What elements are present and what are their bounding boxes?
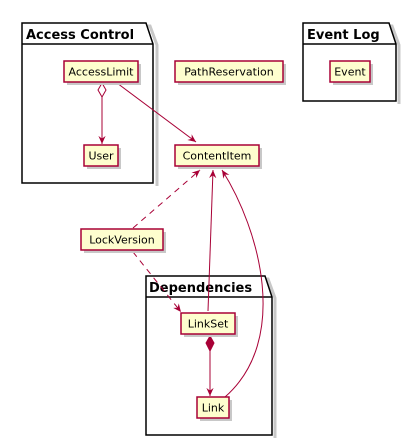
class-label-link-set: LinkSet bbox=[188, 318, 229, 331]
aggregation-diamond bbox=[97, 81, 107, 99]
class-path-reservation: PathReservation bbox=[174, 60, 286, 85]
class-content-item: ContentItem bbox=[174, 144, 262, 169]
edge-linkset-contentitem bbox=[207, 169, 217, 312]
class-label-user: User bbox=[88, 150, 114, 163]
composition-diamond bbox=[205, 334, 215, 353]
class-label-event: Event bbox=[334, 66, 366, 79]
class-user: User bbox=[83, 144, 121, 169]
class-access-limit: AccessLimit bbox=[63, 60, 141, 85]
class-link: Link bbox=[196, 396, 232, 421]
package-title-access-control: Access Control bbox=[26, 28, 134, 43]
edge-lockversion-linkset bbox=[132, 251, 182, 313]
edge-lockversion-contentitem bbox=[132, 169, 201, 229]
edge-link-contentitem bbox=[221, 169, 264, 398]
class-label-access-limit: AccessLimit bbox=[69, 66, 135, 79]
class-label-path-reservation: PathReservation bbox=[184, 66, 273, 79]
package-dependencies: Dependencies bbox=[145, 275, 277, 438]
class-label-lock-version: LockVersion bbox=[89, 234, 155, 247]
edge-accesslimit-contentitem bbox=[116, 82, 197, 143]
package-title-event-log: Event Log bbox=[307, 28, 380, 43]
class-label-content-item: ContentItem bbox=[183, 150, 252, 163]
class-event: Event bbox=[329, 60, 373, 85]
package-title-dependencies: Dependencies bbox=[149, 281, 252, 296]
class-label-link: Link bbox=[202, 402, 225, 415]
class-link-set: LinkSet bbox=[180, 312, 238, 337]
class-lock-version: LockVersion bbox=[80, 228, 166, 253]
relations bbox=[97, 81, 264, 398]
